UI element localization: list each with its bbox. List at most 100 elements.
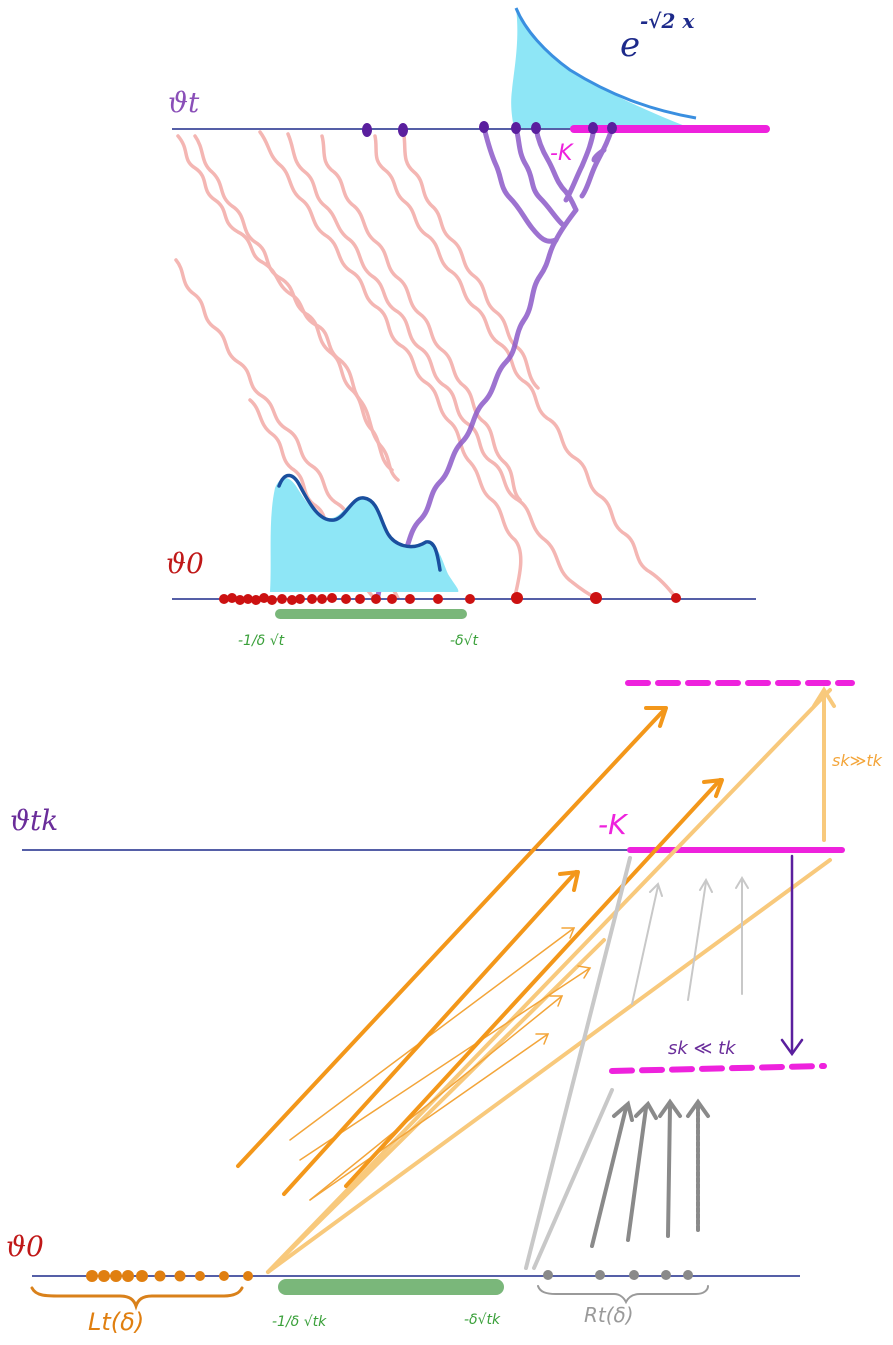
dark-gray-arrowhead [658, 1098, 682, 1118]
initial-particle [671, 593, 681, 603]
right-set-particle [543, 1270, 553, 1280]
dark-gray-arrowhead [612, 1100, 634, 1122]
bottom-diagram: ϑtk ϑ0 -K sk≫tk sk ≪ tk -1/δ √tk -δ√tk L… [6, 680, 883, 1336]
bottom-minus-k-label: -K [598, 808, 629, 841]
initial-particle [433, 594, 443, 604]
initial-particle [243, 594, 253, 604]
light-gray-arrowhead [735, 876, 749, 889]
left-set-label: Lt(δ) [88, 1308, 144, 1336]
light-gray-line [524, 856, 632, 1270]
pink-paths [174, 130, 678, 600]
initial-particle [317, 594, 327, 604]
initial-particle [287, 595, 297, 605]
bottom-left-bound-label: -1/δ √tk [272, 1314, 327, 1330]
initial-particle [227, 593, 237, 603]
pink-path-2 [193, 134, 394, 472]
bottom-initial-density [270, 477, 459, 592]
initial-particle [267, 595, 277, 605]
top-diagram: ϑt ϑ0 e -√2 x -K -1/δ √t -δ√t [166, 7, 770, 649]
thin-orange-arrow [309, 1033, 549, 1201]
bottom-density-curve [277, 473, 442, 572]
right-set-particle [661, 1270, 671, 1280]
upward-orange-head [812, 686, 836, 708]
initial-particle [219, 594, 229, 604]
light-gray-arrowhead [699, 877, 713, 893]
thin-orange-arrow [309, 995, 563, 1201]
downward-purple-arrow [780, 854, 804, 1057]
pink-path-3 [258, 130, 523, 598]
dark-gray-arrow [590, 1106, 628, 1248]
top-particle [479, 121, 489, 133]
exp-power-label: -√2 x [640, 9, 695, 33]
initial-particle [405, 594, 415, 604]
light-orange-line [266, 858, 832, 1274]
light-gray-arrows [631, 876, 749, 1005]
left-set-particle [195, 1271, 205, 1281]
thick-orange-arrow [344, 778, 722, 1188]
left-set-particle [86, 1270, 98, 1282]
thick-orange-arrowhead [702, 778, 724, 798]
initial-particle [251, 595, 261, 605]
bottom-right-bound-label: -δ√tk [464, 1312, 501, 1328]
dark-gray-arrow [626, 1106, 648, 1242]
initial-particle [341, 594, 351, 604]
left-set-particle [219, 1271, 229, 1281]
top-theta-t-label: ϑt [168, 86, 200, 119]
initial-particle [327, 593, 337, 603]
right-set-particle [595, 1270, 605, 1280]
initial-particle [371, 594, 381, 604]
left-set-particle [110, 1270, 122, 1282]
initial-particle [511, 592, 523, 604]
thin-orange-arrow [299, 967, 591, 1161]
light-orange-line [266, 688, 832, 1274]
thin-orange-arrows [289, 927, 592, 1201]
purple-branch-1 [481, 125, 559, 244]
top-particle [511, 122, 521, 134]
right-set-brace [537, 1285, 709, 1305]
thick-orange-arrow [282, 870, 578, 1196]
thick-orange-arrowhead [558, 870, 580, 892]
exp-base-label: e [620, 25, 640, 65]
initial-particle [295, 594, 305, 604]
top-particle [398, 123, 408, 137]
purple-branch-6 [591, 147, 607, 163]
initial-particle [465, 594, 475, 604]
thin-orange-arrowhead [535, 1033, 550, 1045]
purple-branch-2 [513, 125, 565, 227]
left-set-particle [136, 1270, 148, 1282]
initial-particle [277, 594, 287, 604]
initial-particle [259, 593, 269, 603]
right-set-particles [543, 1270, 693, 1280]
thin-orange-arrow [289, 927, 575, 1141]
left-set-particle [98, 1270, 110, 1282]
top-particle [607, 122, 617, 134]
s-gg-t-label: sk≫tk [832, 751, 883, 770]
light-gray-arrow [631, 885, 659, 1005]
thin-orange-arrowhead [561, 927, 576, 939]
top-right-bound-label: -δ√t [450, 633, 479, 649]
left-set-brace [30, 1286, 244, 1311]
left-set-particle [122, 1270, 134, 1282]
purple-paths [375, 125, 615, 599]
initial-particle [355, 594, 365, 604]
lower-dashed-magenta [609, 1063, 827, 1074]
thick-orange-arrow [236, 708, 666, 1168]
upward-orange-arrow [812, 686, 836, 842]
right-set-particle [629, 1270, 639, 1280]
bottom-theta-tk-label: ϑtk [10, 804, 58, 837]
pink-path-4 [286, 132, 598, 600]
left-set-particle [174, 1270, 186, 1282]
right-set-label: Rt(δ) [584, 1303, 634, 1327]
purple-branch-3 [533, 125, 579, 213]
bottom-theta-0-label: ϑ0 [6, 1230, 44, 1263]
dark-gray-arrowhead [634, 1100, 658, 1120]
top-particle [531, 122, 541, 134]
top-left-bound-label: -1/δ √t [238, 633, 285, 649]
dark-gray-arrow [666, 1104, 672, 1238]
top-particle [362, 123, 372, 137]
top-theta-0-label: ϑ0 [166, 547, 204, 580]
purple-main-path [375, 207, 579, 599]
top-particle [588, 122, 598, 134]
dark-gray-arrows [590, 1098, 710, 1248]
